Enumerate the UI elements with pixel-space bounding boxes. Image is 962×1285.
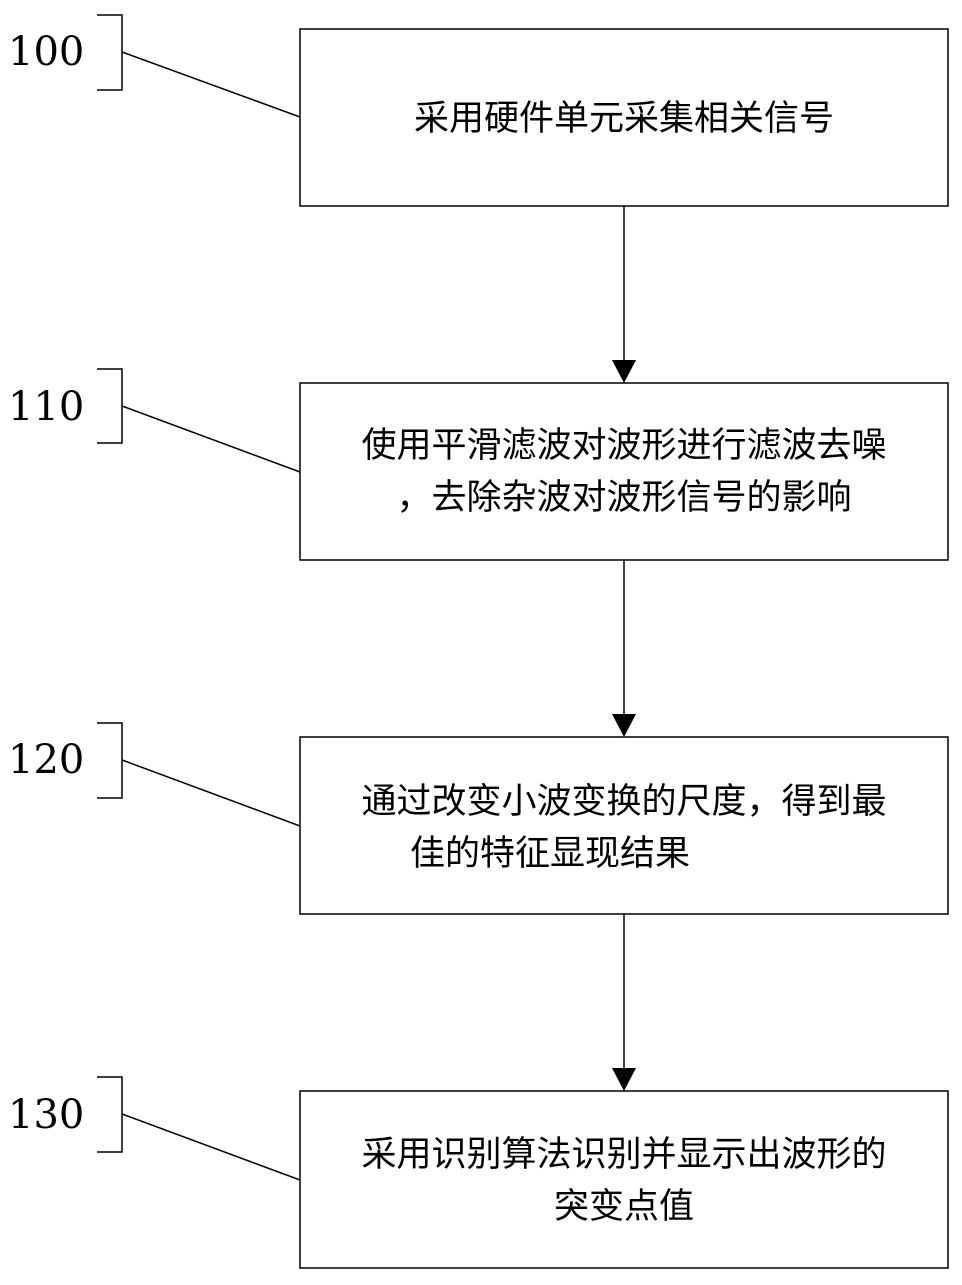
step-leader-110 — [122, 406, 300, 472]
step-bracket-120 — [97, 723, 122, 798]
step-box-110 — [300, 383, 948, 560]
step-number-130: 130 — [8, 1092, 84, 1138]
step-number-110: 110 — [8, 384, 84, 430]
arrow-120-to-130 — [612, 914, 636, 1091]
step-text-110-line-2: ，去除杂波对波形信号的影响 — [396, 478, 851, 518]
step-text-130-line-1: 采用识别算法识别并显示出波形的 — [361, 1135, 886, 1175]
step-bracket-100 — [97, 15, 122, 90]
step-text-130-line-2: 突变点值 — [554, 1187, 694, 1227]
step-leader-120 — [122, 760, 300, 826]
step-leader-130 — [122, 1114, 300, 1180]
step-text-100-line-1: 采用硬件单元采集相关信号 — [414, 99, 834, 139]
step-text-120-line-2: 佳的特征显现结果 — [410, 834, 690, 874]
step-leader-100 — [122, 52, 300, 117]
step-bracket-110 — [97, 369, 122, 443]
step-100: 100 采用硬件单元采集相关信号 — [8, 15, 948, 206]
arrow-100-to-110 — [612, 206, 636, 383]
step-120: 120 通过改变小波变换的尺度，得到最 佳的特征显现结果 — [8, 723, 948, 914]
step-number-100: 100 — [8, 29, 84, 75]
step-text-110-line-1: 使用平滑滤波对波形进行滤波去噪 — [361, 426, 886, 466]
step-bracket-130 — [97, 1077, 122, 1152]
step-text-120-line-1: 通过改变小波变换的尺度，得到最 — [361, 782, 886, 822]
step-130: 130 采用识别算法识别并显示出波形的 突变点值 — [8, 1077, 948, 1268]
step-110: 110 使用平滑滤波对波形进行滤波去噪 ，去除杂波对波形信号的影响 — [8, 369, 948, 560]
step-box-120 — [300, 737, 948, 914]
step-box-130 — [300, 1091, 948, 1268]
arrow-110-to-120 — [612, 560, 636, 737]
step-number-120: 120 — [8, 737, 84, 783]
